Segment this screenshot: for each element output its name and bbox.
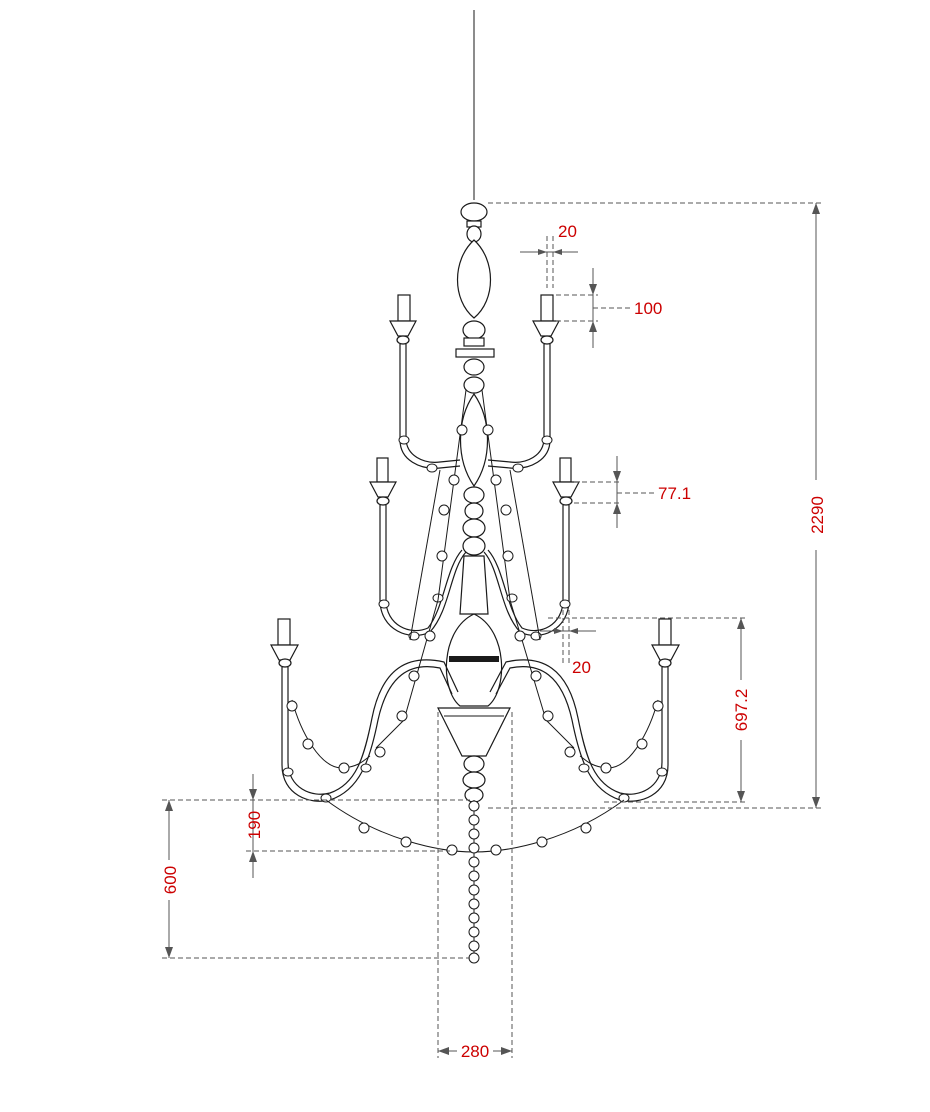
- dimension-arm-offset: 20: [540, 610, 596, 677]
- dim-label-candle-height-mid: 77.1: [658, 484, 691, 503]
- dimension-candle-height-top: 100: [556, 268, 662, 348]
- dim-label-lower-tier: 697.2: [732, 689, 751, 732]
- bead-swags: [286, 389, 664, 856]
- central-column: [437, 202, 511, 803]
- dimension-total-height: 2290: [488, 202, 827, 809]
- dimension-bottom-width: 280: [437, 712, 513, 1062]
- dimension-lower-tier: 697.2: [548, 617, 751, 803]
- bottom-tier-arms: [270, 618, 680, 803]
- top-tier-arms: [389, 294, 560, 473]
- dim-label-total-height: 2290: [808, 496, 827, 534]
- dimension-candle-width: 20: [520, 222, 578, 288]
- dimension-swag-drop: 190: [162, 774, 470, 878]
- dim-label-swag-drop: 190: [245, 811, 264, 839]
- dimension-candle-height-mid: 77.1: [574, 456, 691, 528]
- dim-label-pendant-drop: 600: [161, 866, 180, 894]
- dim-label-arm-offset: 20: [572, 658, 591, 677]
- dim-label-candle-height-top: 100: [634, 299, 662, 318]
- dim-label-candle-width: 20: [558, 222, 577, 241]
- dimension-pendant-drop: 600: [159, 800, 470, 959]
- dim-label-bottom-width: 280: [461, 1042, 489, 1061]
- pendant-bead-string: [468, 800, 480, 964]
